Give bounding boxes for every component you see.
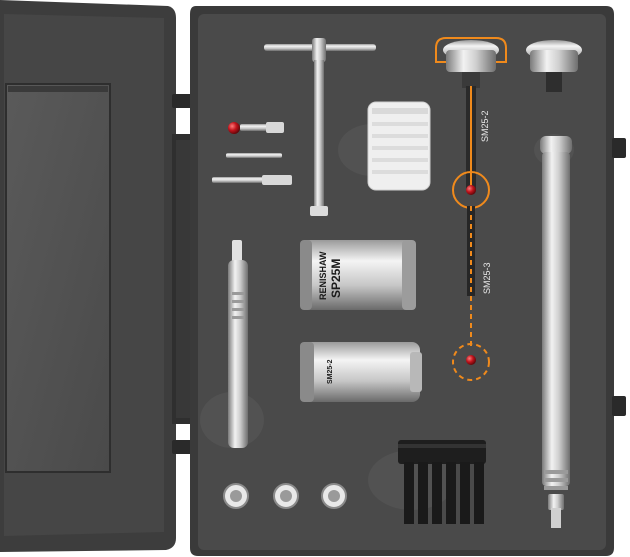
module-body-label: SM25-2 (327, 359, 334, 384)
case-latch[interactable] (612, 138, 626, 416)
stylus-extension-short[interactable] (226, 153, 282, 158)
module-body-icon[interactable]: SM25-2 (300, 342, 422, 402)
module-icon[interactable] (526, 40, 582, 92)
extension-bar-icon[interactable] (540, 136, 572, 528)
module-label-lower: SM25-3 (482, 262, 492, 294)
stylus-extension-long[interactable] (212, 175, 292, 185)
lid-inner-panel (5, 83, 111, 473)
probe-body-icon[interactable]: RENISHAW SP25M (300, 240, 416, 310)
t-wrench-icon[interactable] (264, 38, 376, 216)
bushing-3[interactable] (321, 483, 347, 509)
bushing-1[interactable] (223, 483, 249, 509)
bushing-2[interactable] (273, 483, 299, 509)
case-lid[interactable] (0, 0, 176, 552)
stylus-icon[interactable] (228, 122, 284, 134)
case-hinge (172, 94, 194, 454)
stylus-holder-block[interactable] (367, 101, 431, 191)
module-label-upper: SM25-2 (480, 110, 490, 142)
probe-brand-label: RENISHAW (318, 251, 328, 300)
stylus-tool-vertical[interactable] (228, 240, 248, 448)
highlighted-stylus-assembly[interactable] (435, 37, 507, 381)
probe-model-label: SP25M (329, 259, 343, 298)
stylus-change-rack-icon[interactable] (398, 440, 486, 524)
